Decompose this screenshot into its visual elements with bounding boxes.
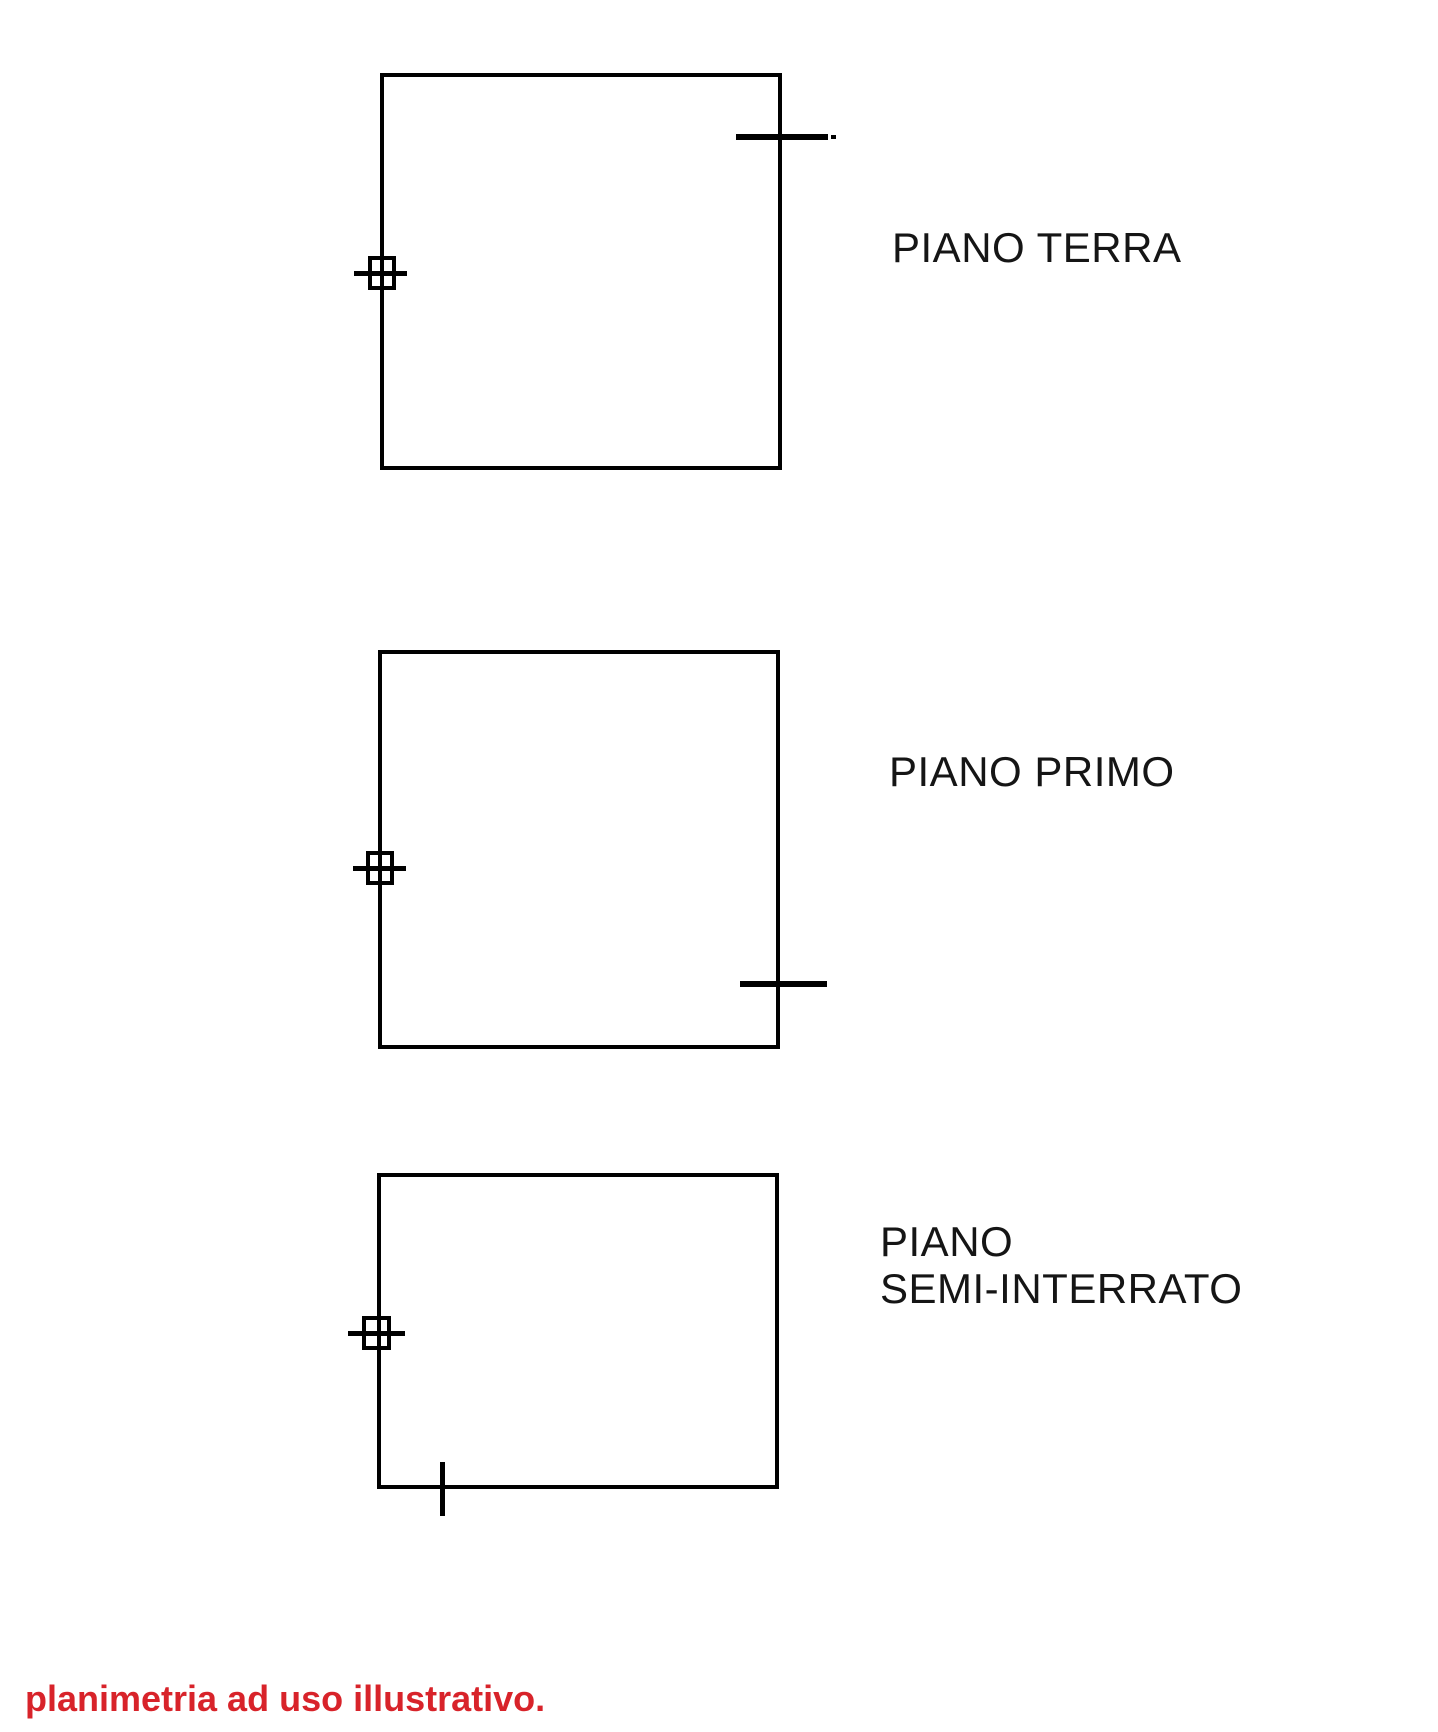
floor-label-piano-terra: PIANO TERRA: [892, 224, 1181, 271]
wall-tick-mark-icon: [736, 134, 828, 140]
floor-label-piano-semi-interrato: PIANO SEMI-INTERRATO: [880, 1218, 1242, 1312]
floor-label-line: PIANO: [880, 1218, 1014, 1265]
wall-tick-mark-icon: [440, 1462, 445, 1516]
window-symbol-crossbar: [354, 271, 407, 276]
floor-label-line: PIANO PRIMO: [889, 748, 1175, 795]
floor-label-line: SEMI-INTERRATO: [880, 1265, 1243, 1312]
floor-outline-piano-semi-interrato: [377, 1173, 779, 1489]
disclaimer-text: planimetria ad uso illustrativo.: [25, 1678, 546, 1719]
window-symbol-crossbar: [348, 1331, 405, 1336]
floor-outline-piano-terra: [380, 73, 782, 470]
floor-label-line: PIANO TERRA: [892, 224, 1182, 271]
wall-tick-mark-icon: [740, 981, 827, 987]
window-symbol-crossbar: [353, 866, 406, 871]
floor-label-piano-primo: PIANO PRIMO: [889, 748, 1175, 795]
tick-end-dot: [831, 135, 836, 139]
floor-outline-piano-primo: [378, 650, 780, 1049]
